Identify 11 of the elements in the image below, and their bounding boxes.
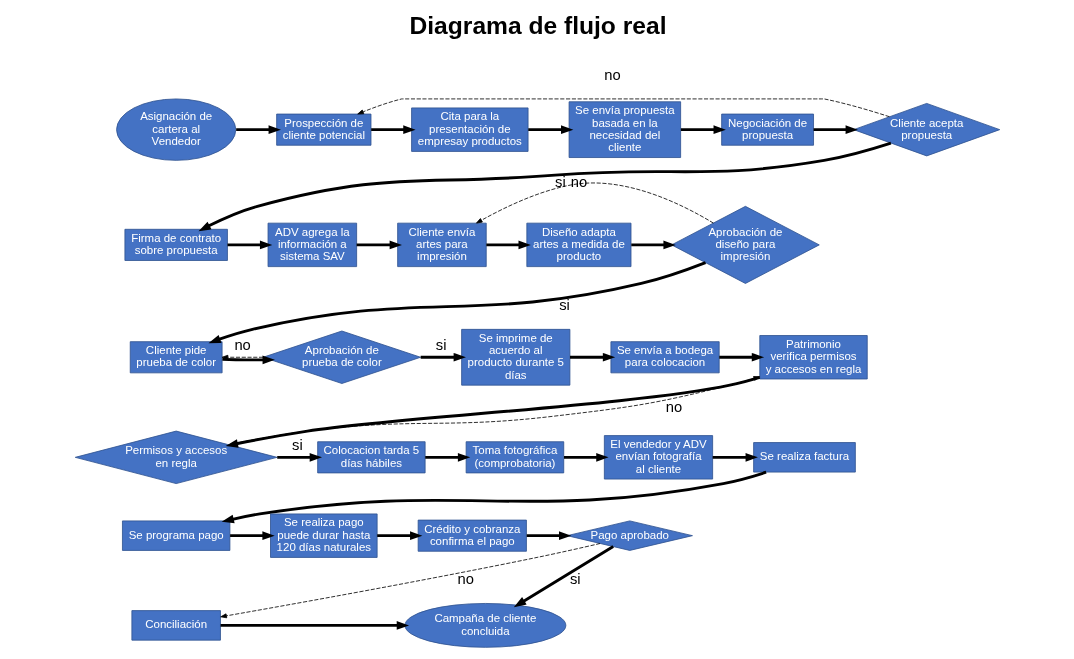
diagram-title: Diagrama de flujo real — [409, 11, 666, 39]
edge-label: no — [457, 570, 474, 587]
edge-label: si — [569, 570, 581, 587]
edge-label: no — [665, 398, 682, 415]
edge-label: si — [435, 337, 446, 354]
edge-label: no — [570, 173, 587, 190]
edge-label: si — [554, 173, 566, 190]
edge-label: no — [233, 337, 251, 354]
edge-label: no — [603, 66, 621, 83]
edge-label: si — [291, 437, 303, 454]
edge-label: si — [558, 297, 570, 314]
